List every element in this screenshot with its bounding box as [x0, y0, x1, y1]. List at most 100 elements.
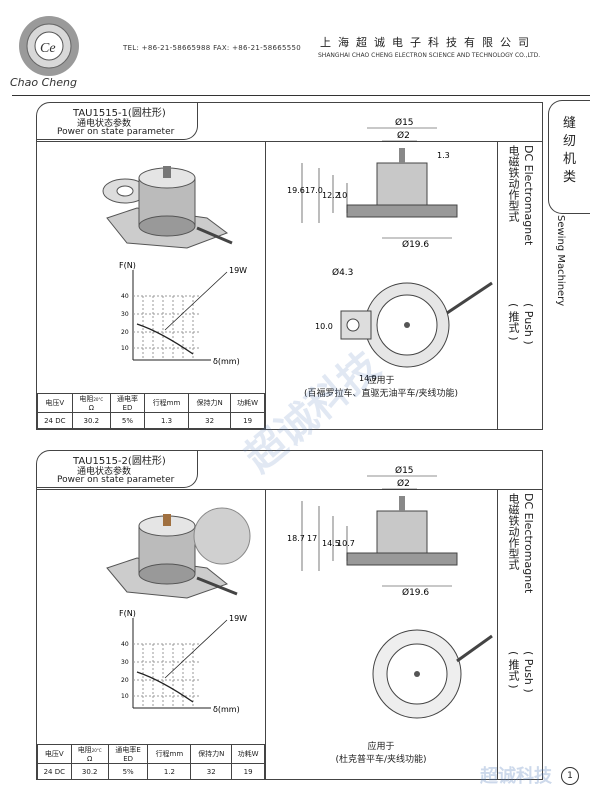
header-divider: [12, 95, 590, 96]
force-stroke-graph: F(N) 40 30 20 10 19W δ(mm): [119, 609, 247, 714]
cell-hold: 32: [188, 412, 232, 429]
svg-text:10.7: 10.7: [337, 539, 355, 548]
category-tab-en: Sewing Machinery: [555, 215, 566, 307]
svg-text:Ø15: Ø15: [395, 465, 414, 476]
contact-info: TEL: +86-21-58665988 FAX: +86-21-5866555…: [123, 44, 301, 52]
col-voltage: 电压V: [37, 744, 72, 764]
dimension-drawing-side: Ø15 Ø2 1.3 19.6 17.0 12.2 10 Ø19.6: [287, 117, 458, 250]
svg-text:40: 40: [121, 293, 129, 300]
col-hold: 保持力N: [188, 393, 232, 413]
svg-text:20: 20: [121, 677, 129, 684]
company-logo: Ce: [19, 16, 79, 76]
product-subtitle-cn: 通电状态参数: [77, 119, 132, 129]
dimension-drawing-side: Ø15 Ø2 18.7 17 14.5 10.7 Ø19.6: [287, 465, 458, 598]
svg-text:18.7: 18.7: [287, 534, 305, 543]
svg-text:F(N): F(N): [119, 609, 136, 618]
category-tab-cn: 缝纫机类: [563, 116, 577, 185]
svg-text:19W: 19W: [229, 266, 247, 275]
category-cn: 电磁铁动作型式: [507, 145, 520, 222]
cell-duty: 5%: [109, 412, 145, 429]
cell-voltage: 24 DC: [37, 412, 73, 429]
watermark-footer: 超诚科技: [480, 766, 552, 787]
cell-resistance: 30.2: [71, 412, 111, 429]
product-header: TAU1515-1(圆柱形) 通电状态参数 Power on state par…: [37, 103, 198, 140]
svg-text:Ø2: Ø2: [397, 478, 410, 489]
cell-power: 19: [231, 763, 265, 780]
svg-text:Ø2: Ø2: [397, 130, 410, 141]
svg-text:Ø19.6: Ø19.6: [402, 239, 429, 250]
product-subtitle-cn: 通电状态参数: [77, 467, 132, 477]
cell-hold: 32: [190, 763, 233, 780]
svg-text:17: 17: [307, 534, 317, 543]
svg-text:δ(mm): δ(mm): [213, 705, 240, 714]
product-section-2: TAU1515-2(圆柱形) 通电状态参数 Power on state par…: [36, 450, 543, 780]
cell-voltage: 24 DC: [37, 763, 72, 780]
cell-stroke: 1.2: [147, 763, 192, 780]
svg-text:10: 10: [337, 191, 347, 200]
svg-text:30: 30: [121, 659, 129, 666]
dimension-drawing-top: Ø4.3 10.0 14.9: [315, 267, 493, 383]
company-name-cn: 上海超诚电子科技有限公司: [320, 36, 536, 49]
col-power: 功耗W: [230, 393, 265, 413]
svg-text:14.9: 14.9: [359, 374, 377, 383]
category-push-cn: ( 推式 ): [507, 651, 520, 689]
product-photo: [106, 507, 251, 599]
col-power: 功耗W: [231, 744, 265, 764]
svg-text:40: 40: [121, 641, 129, 648]
product-title: TAU1515-1(圆柱形): [73, 108, 166, 119]
col-stroke: 行程mm: [143, 393, 190, 413]
category-en: DC Electromagnet: [522, 145, 535, 246]
svg-text:Ø19.6: Ø19.6: [402, 587, 429, 598]
category-push-en: ( Push ): [522, 303, 535, 345]
svg-text:30: 30: [121, 311, 129, 318]
svg-text:14.5: 14.5: [322, 539, 340, 548]
page-number: 1: [561, 767, 579, 785]
svg-text:Ø15: Ø15: [395, 117, 414, 128]
cell-duty: 5%: [107, 763, 149, 780]
cell-resistance: 30.2: [70, 763, 109, 780]
svg-text:1.3: 1.3: [437, 151, 450, 160]
product-header: TAU1515-2(圆柱形) 通电状态参数 Power on state par…: [37, 451, 198, 488]
col-voltage: 电压V: [37, 393, 73, 413]
application-title: 应用于: [367, 376, 395, 386]
category-cn: 电磁铁动作型式: [507, 493, 520, 570]
dimension-drawing-top: [372, 629, 493, 719]
cell-power: 19: [230, 412, 265, 429]
product-subtitle-en: Power on state parameter: [57, 127, 175, 137]
force-stroke-graph: F(N) 40 30 20 10 19W δ(mm): [119, 261, 247, 366]
col-stroke: 行程mm: [147, 744, 192, 764]
application-text: (百福罗拉车、直驱无油平车/夹线功能): [303, 389, 459, 399]
product-title: TAU1515-2(圆柱形): [73, 456, 166, 467]
cell-stroke: 1.3: [143, 412, 190, 429]
category-push-cn: ( 推式 ): [507, 303, 520, 341]
svg-text:10: 10: [121, 693, 129, 700]
svg-text:20: 20: [121, 329, 129, 336]
application-note: 应用于 (杜克普平车/夹线功能): [265, 739, 497, 765]
product-photo: [102, 166, 233, 249]
category-tab: 缝纫机类: [548, 100, 590, 214]
category-push-en: ( Push ): [522, 651, 535, 693]
application-title: 应用于: [367, 742, 395, 752]
product-section-1: TAU1515-1(圆柱形) 通电状态参数 Power on state par…: [36, 102, 543, 430]
logo-watermark-icon: [193, 507, 251, 565]
svg-text:Ø4.3: Ø4.3: [332, 267, 353, 278]
logo-text: Ce: [40, 41, 56, 56]
brand-name: Chao Cheng: [10, 76, 77, 89]
svg-text:F(N): F(N): [119, 261, 136, 270]
svg-text:19W: 19W: [229, 614, 247, 623]
svg-text:10.0: 10.0: [315, 322, 333, 331]
svg-text:19.6: 19.6: [287, 186, 305, 195]
svg-text:17.0: 17.0: [305, 186, 323, 195]
svg-text:10: 10: [121, 345, 129, 352]
svg-text:δ(mm): δ(mm): [213, 357, 240, 366]
product-subtitle-en: Power on state parameter: [57, 475, 175, 485]
company-name-en: SHANGHAI CHAO CHENG ELECTRON SCIENCE AND…: [318, 52, 541, 59]
svg-text:12.2: 12.2: [322, 191, 340, 200]
col-hold: 保持力N: [190, 744, 233, 764]
